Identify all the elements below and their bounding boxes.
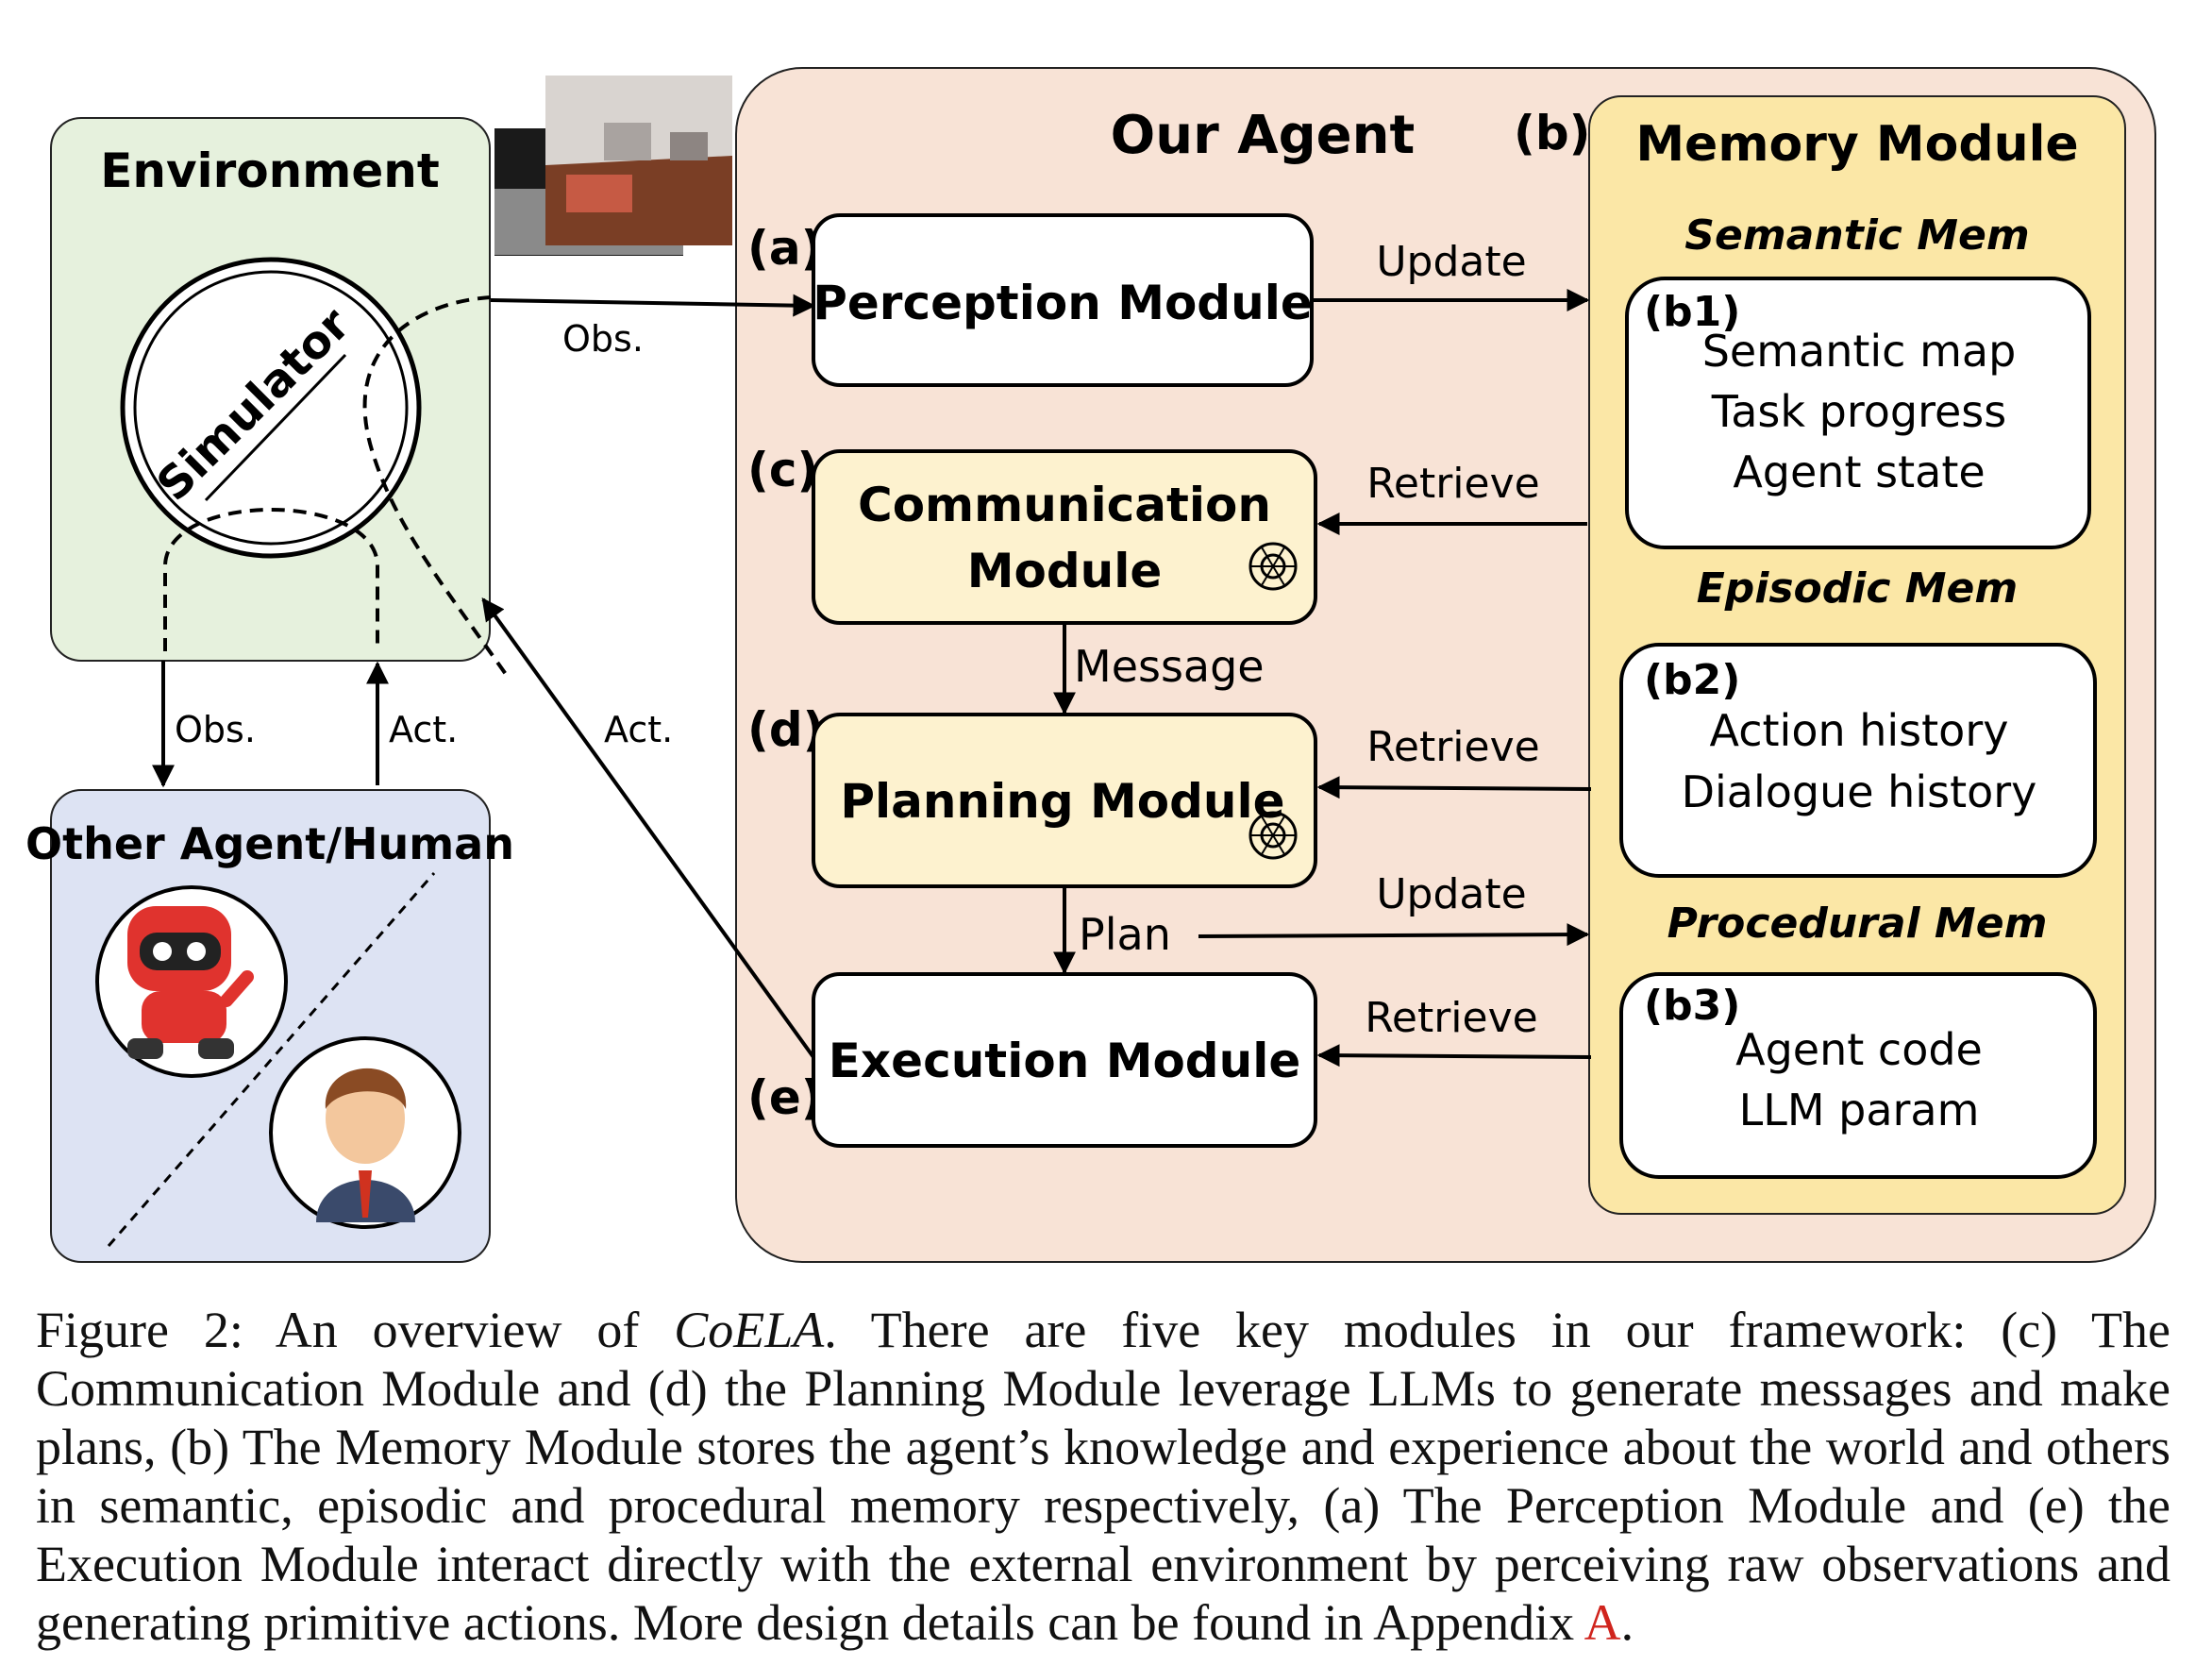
robot-icon — [95, 885, 288, 1078]
retrieve-label-3: Retrieve — [1365, 994, 1537, 1042]
planning-label: Planning Module — [840, 774, 1284, 829]
episodic-mem-item: Action history — [1710, 705, 2009, 756]
procedural-mem-box — [1619, 972, 2097, 1179]
dashed-obs-path — [163, 508, 379, 651]
procedural-mem-heading: Procedural Mem — [1667, 900, 2048, 948]
retrieve-arrow-execution — [1316, 1044, 1592, 1068]
episodic-mem-heading: Episodic Mem — [1697, 564, 2019, 613]
obs-arrow — [490, 294, 816, 317]
retrieve-arrow-planning — [1316, 776, 1592, 799]
procedural-mem-tag: (b3) — [1644, 982, 1740, 1030]
simulator-icon: Simulator — [120, 257, 422, 559]
other-agent-panel: Other Agent/Human — [25, 789, 514, 1263]
obs-label: Obs. — [562, 318, 644, 360]
retrieve-label-1: Retrieve — [1366, 460, 1539, 508]
update-label-2: Update — [1376, 870, 1526, 918]
communication-label-line1: Communication — [858, 478, 1271, 532]
update-label-1: Update — [1376, 238, 1526, 286]
environment-title: Environment — [100, 143, 440, 198]
semantic-mem-item: Semantic map — [1702, 326, 2017, 377]
communication-module: Communication Module — [812, 449, 1317, 625]
perception-label: Perception Module — [813, 276, 1313, 330]
appendix-link[interactable]: A — [1584, 1594, 1621, 1651]
obs-label-left: Obs. — [175, 709, 256, 750]
plan-label: Plan — [1079, 909, 1171, 960]
environment-panel: Environment Simulator — [50, 117, 511, 681]
caption-body: . There are five key modules in our fram… — [36, 1302, 2170, 1651]
semantic-mem-box — [1625, 277, 2091, 549]
observation-thumbnail — [494, 76, 732, 256]
perception-module: Perception Module — [812, 213, 1314, 387]
llm-logo-icon — [1248, 811, 1298, 860]
semantic-mem-item: Task progress — [1711, 386, 2006, 437]
episodic-mem-tag: (b2) — [1644, 656, 1740, 704]
human-avatar-icon — [269, 1036, 461, 1229]
divider-line — [107, 872, 436, 1247]
act-arrow — [481, 597, 815, 1059]
message-label: Message — [1074, 641, 1265, 692]
caption-suffix: . — [1620, 1594, 1634, 1651]
episodic-mem-item: Dialogue history — [1682, 766, 2037, 817]
semantic-mem-item: Agent state — [1733, 446, 1985, 497]
retrieve-label-2: Retrieve — [1366, 723, 1539, 771]
perception-tag: (a) — [747, 221, 822, 276]
semantic-mem-tag: (b1) — [1644, 288, 1740, 336]
communication-label-line2: Module — [967, 544, 1163, 598]
planning-tag: (d) — [747, 702, 825, 757]
caption-prefix: Figure 2: An overview of — [36, 1302, 675, 1358]
planning-module: Planning Module — [812, 713, 1317, 888]
memory-tag: (b) — [1514, 106, 1591, 160]
llm-logo-icon — [1248, 542, 1298, 591]
semantic-mem-heading: Semantic Mem — [1684, 211, 2029, 260]
update-arrow-plan — [1198, 923, 1590, 947]
execution-label: Execution Module — [829, 1034, 1301, 1088]
agent-title: Our Agent — [1111, 105, 1416, 166]
communication-tag: (c) — [747, 443, 818, 497]
procedural-mem-item: Agent code — [1735, 1024, 1983, 1075]
memory-module: (b) Memory Module Semantic Mem (b1) Sema… — [1514, 95, 2126, 1215]
figure-caption: Figure 2: An overview of CoELA. There ar… — [36, 1301, 2170, 1652]
act-label-left: Act. — [389, 709, 458, 750]
execution-module: Execution Module — [812, 972, 1317, 1148]
memory-title: Memory Module — [1635, 116, 2078, 173]
other-agent-title: Other Agent/Human — [25, 818, 514, 869]
caption-name: CoELA — [674, 1302, 825, 1358]
act-label-right: Act. — [604, 709, 673, 750]
execution-tag: (e) — [747, 1070, 823, 1125]
dashed-sim-path — [362, 295, 511, 681]
episodic-mem-box — [1619, 643, 2097, 878]
procedural-mem-item: LLM param — [1739, 1085, 1980, 1135]
